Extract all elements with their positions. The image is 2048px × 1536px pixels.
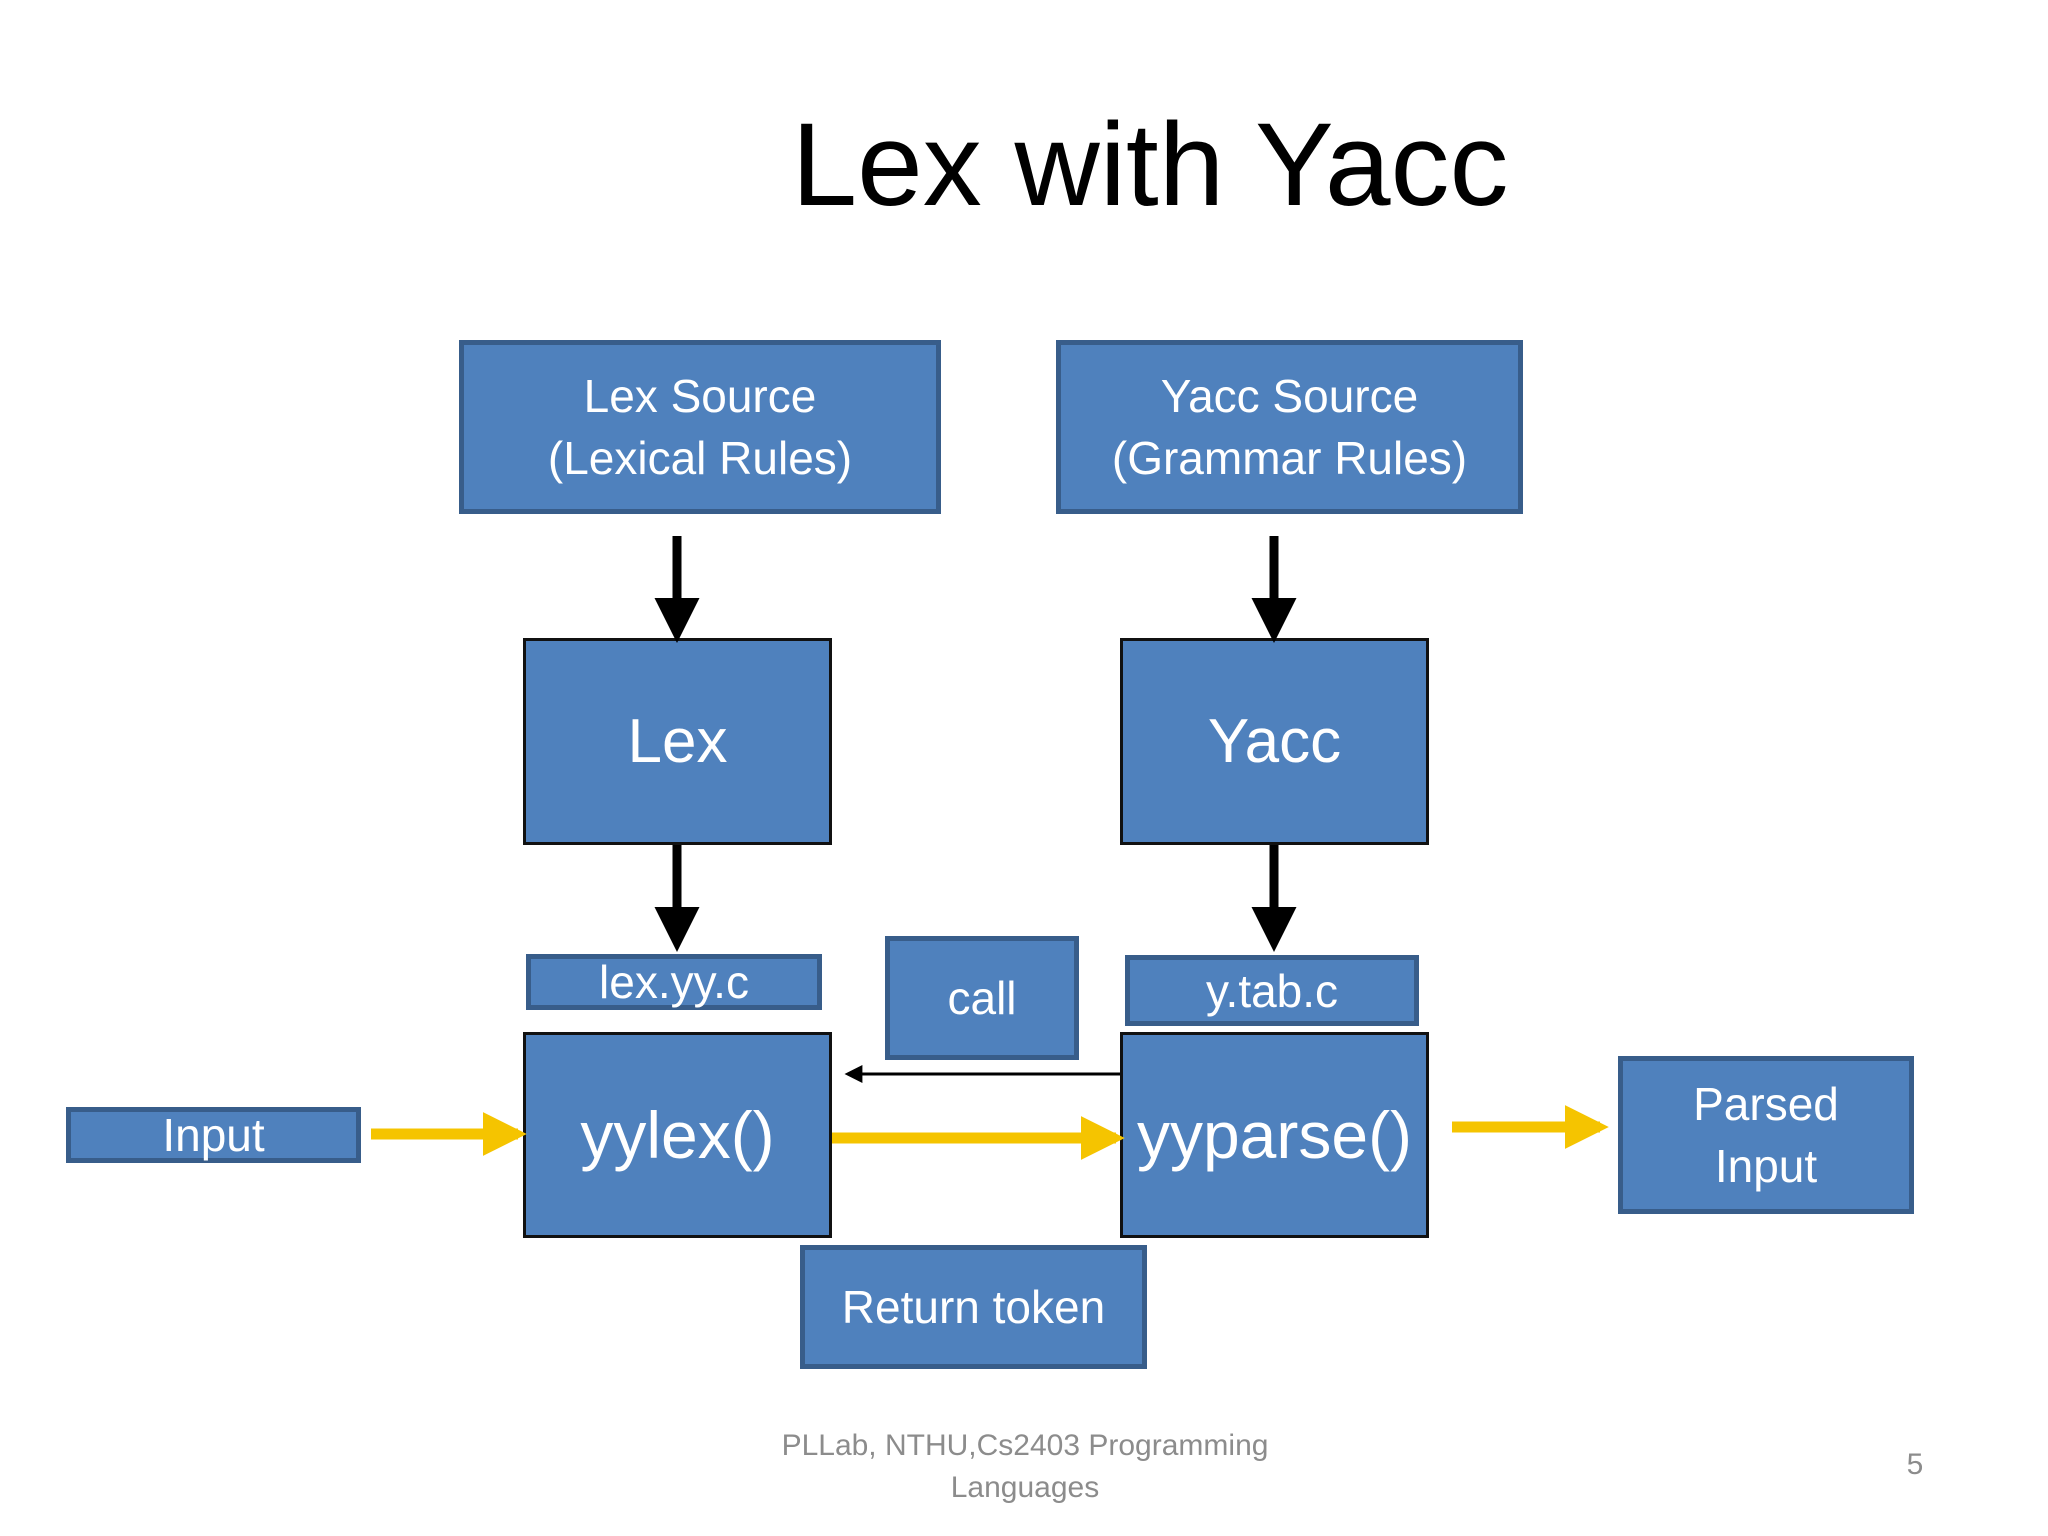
page-number: 5 [1906,1448,1924,1481]
slide-footer: PLLab, NTHU,Cs2403 Programming Languages [781,1429,1269,1504]
return-token-box: Return token [800,1245,1147,1369]
slide-title: Lex with Yacc [791,99,1509,231]
input-box: Input [66,1107,361,1163]
yacc-box: Yacc [1120,638,1429,845]
yyparse-box: yyparse() [1120,1032,1429,1238]
yylex-box: yylex() [523,1032,832,1238]
y-tab-c-box: y.tab.c [1125,955,1419,1026]
lex-yy-c-box: lex.yy.c [526,954,822,1010]
call-box: call [885,936,1079,1060]
parsed-input-box: Parsed Input [1618,1056,1914,1214]
lex-source-box: Lex Source (Lexical Rules) [459,340,941,514]
yacc-source-box: Yacc Source (Grammar Rules) [1056,340,1523,514]
